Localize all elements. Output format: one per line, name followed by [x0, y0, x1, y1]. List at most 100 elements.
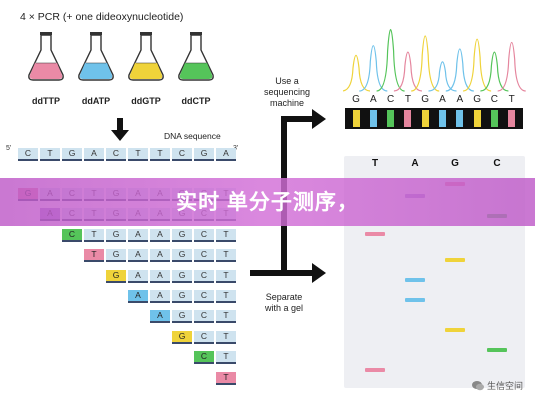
watermark-text: 生信空间 [486, 381, 523, 391]
watermark: 生信空间 [471, 379, 523, 392]
terminator-base: T [84, 249, 104, 263]
gel-band [405, 278, 425, 282]
fragment-base: T [216, 330, 236, 344]
chromatogram-peak [462, 38, 492, 92]
fragment-base: C [194, 249, 214, 263]
fragment-base: A [128, 249, 148, 263]
terminator-base: G [106, 269, 126, 283]
template-base: T [40, 148, 60, 161]
fragment-base: T [216, 249, 236, 263]
read-color-bar [439, 110, 446, 127]
fragment-base: A [150, 228, 170, 242]
machine-label: Use a sequencing machine [247, 76, 327, 109]
gel-label-line: Separate [265, 292, 303, 302]
chromatogram-peak [497, 41, 526, 92]
read-color-bar [352, 110, 360, 127]
template-base: C [106, 148, 126, 161]
read-base: G [352, 94, 360, 105]
fragment-base: A [128, 228, 148, 242]
read-color-bar [369, 110, 377, 127]
gel-label-line: with a gel [264, 303, 304, 313]
fragment-base: G [172, 269, 192, 283]
template-base: A [84, 148, 104, 161]
template-base: T [150, 148, 170, 161]
fragment-base: G [106, 249, 126, 263]
fragment-base: G [172, 228, 192, 242]
fragment-base: C [194, 228, 214, 242]
flask-label: ddGTP [131, 96, 161, 106]
fragment-base: A [150, 249, 170, 263]
chromatogram-peak [343, 54, 371, 92]
fragment-base: C [194, 330, 214, 344]
five-prime-label: 5' [6, 145, 12, 152]
flask-icon [28, 32, 64, 81]
gel-band [445, 328, 465, 332]
fragment-base: C [194, 269, 214, 283]
dna-sequence-label: DNA sequence [164, 131, 221, 141]
flask-label: ddATP [81, 96, 111, 106]
template-base: C [18, 148, 38, 161]
diagram-title: 4 × PCR (+ one dideoxynucleotide) [20, 11, 184, 23]
fragment-base: A [150, 290, 170, 303]
fragment-base: C [194, 310, 214, 324]
template-base: T [128, 148, 148, 161]
read-base: T [508, 94, 515, 105]
read-color-bar [473, 110, 481, 127]
flask-icon [78, 32, 114, 81]
read-color-bar [404, 110, 412, 127]
fragment-base: G [172, 290, 192, 303]
read-base: A [456, 94, 464, 105]
terminator-base: C [62, 228, 82, 242]
chromatogram-peak [445, 48, 474, 92]
terminator-base: G [172, 330, 192, 344]
fragment-base: G [172, 310, 192, 324]
fragment-base: T [84, 228, 104, 242]
gel-lane-label: G [451, 158, 459, 169]
gel-band [405, 298, 425, 302]
read-base: C [490, 94, 498, 105]
terminator-base: A [128, 290, 148, 303]
gel-band [445, 258, 465, 262]
chromatogram-peak [411, 35, 440, 92]
machine-label-line: machine [269, 98, 305, 108]
read-base: A [439, 94, 446, 105]
read-color-bar [387, 110, 395, 127]
read-base: T [404, 94, 411, 105]
gel-band [365, 368, 385, 372]
fragment-base: A [150, 269, 170, 283]
machine-label-line: sequencing [263, 87, 311, 97]
flask-icon [178, 32, 214, 81]
read-base: A [369, 94, 377, 105]
terminator-base: C [194, 351, 214, 365]
flask-icon [128, 32, 164, 81]
wechat-icon [471, 381, 484, 391]
read-base: C [386, 94, 395, 105]
title-banner [0, 178, 535, 226]
gel-label: Separate with a gel [244, 292, 324, 314]
gel-lane-label: T [371, 158, 379, 169]
fragment-base: T [216, 269, 236, 283]
template-base: G [62, 148, 82, 161]
banner-text: 实时 单分子测序， [176, 191, 359, 214]
template-base: A [216, 148, 236, 161]
read-base: G [473, 94, 481, 105]
flask-label: ddCTP [181, 96, 211, 106]
chromatogram-peak [359, 45, 388, 92]
flask-label: ddTTP [32, 96, 60, 106]
fragment-base: A [128, 269, 148, 283]
machine-label-line: Use a [275, 76, 299, 86]
fragment-base: G [106, 228, 126, 242]
terminator-base: T [216, 371, 236, 385]
fragment-base: T [216, 351, 236, 365]
read-base: G [421, 94, 430, 105]
fragment-base: T [216, 290, 236, 303]
chromatogram-peak [393, 51, 422, 92]
gel-lane-label: C [493, 158, 501, 169]
read-color-bar [421, 110, 429, 127]
